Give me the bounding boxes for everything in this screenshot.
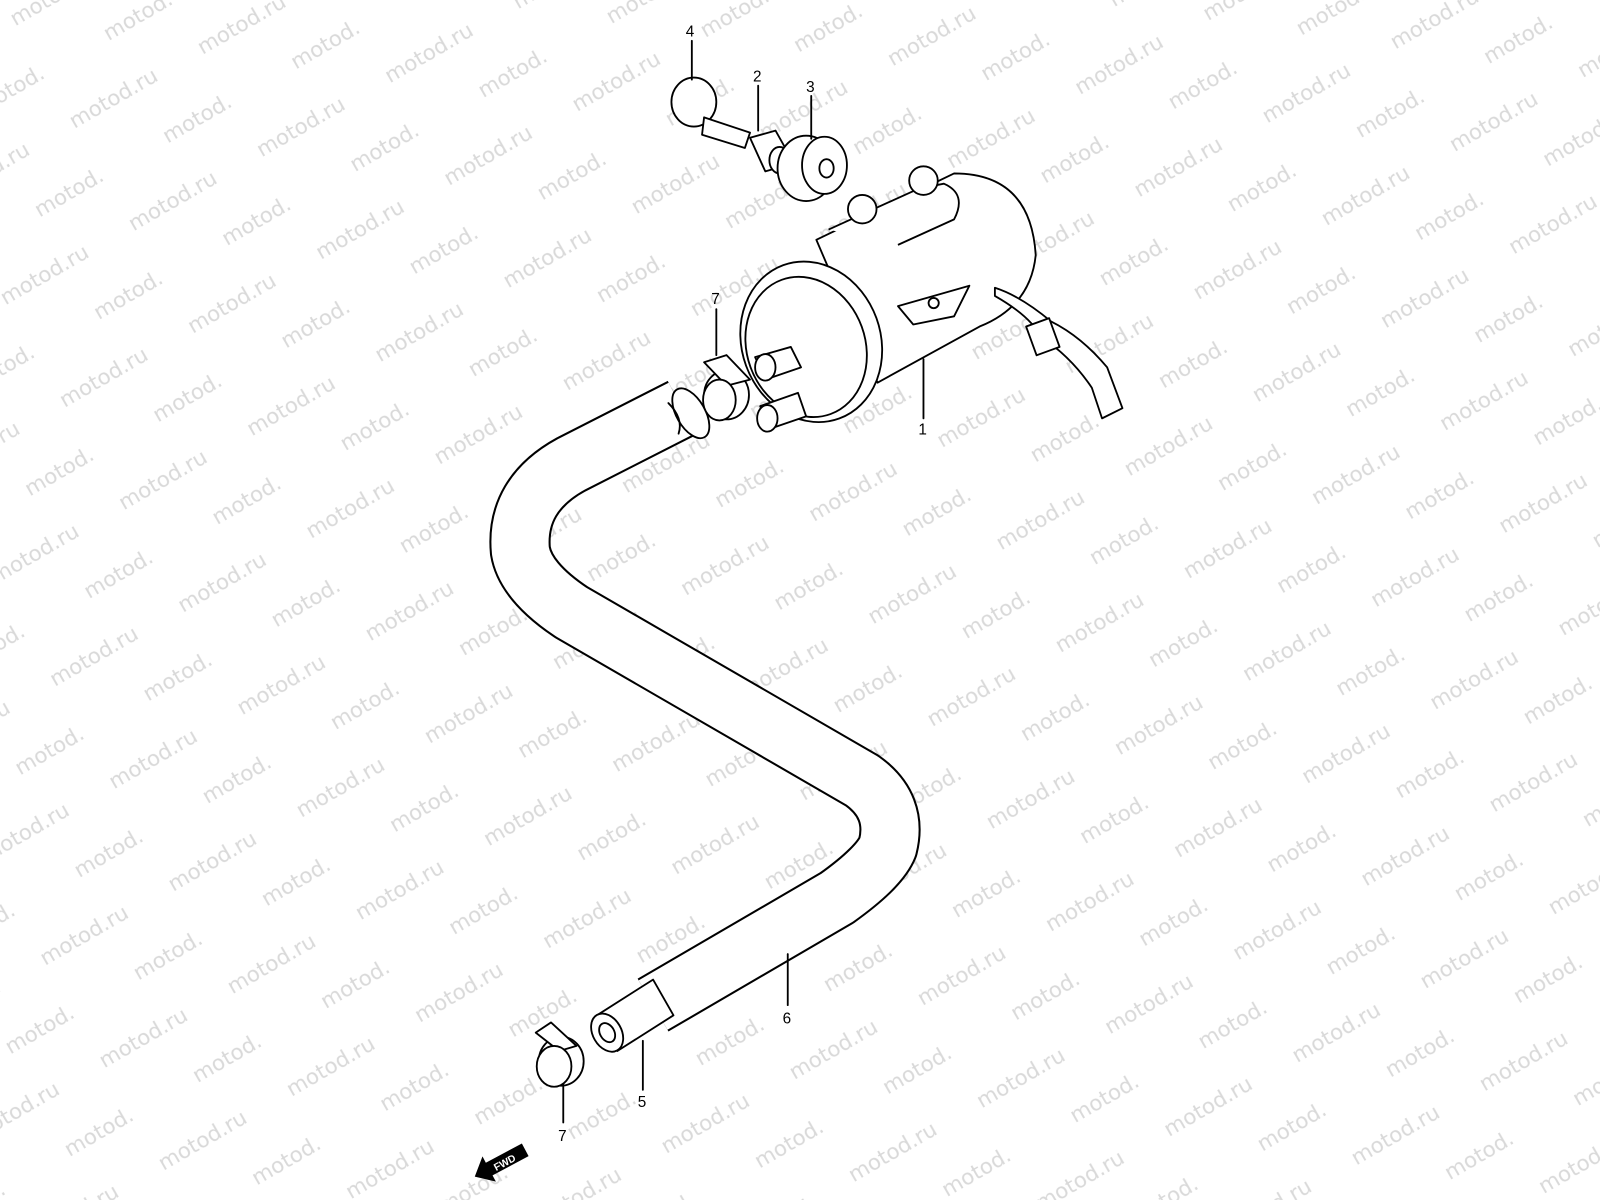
leader-lines <box>562 39 925 1124</box>
clamp-part-7-lower <box>534 1021 585 1088</box>
grommet-part-3 <box>776 134 848 202</box>
callout-2: 2 <box>753 69 762 86</box>
callout-4: 4 <box>686 24 695 41</box>
callout-5: 5 <box>638 1094 647 1111</box>
hose-part-6 <box>489 380 921 1032</box>
callout-1: 1 <box>918 422 927 439</box>
hose-end-part-5 <box>590 978 675 1053</box>
callout-7-upper: 7 <box>711 291 720 308</box>
valve-part-1 <box>739 165 1124 433</box>
clamp-part-7-upper <box>702 354 751 422</box>
bolt-part-4 <box>670 76 751 149</box>
callout-6: 6 <box>783 1010 792 1027</box>
callout-7-lower: 7 <box>558 1128 567 1145</box>
callout-3: 3 <box>806 79 815 96</box>
